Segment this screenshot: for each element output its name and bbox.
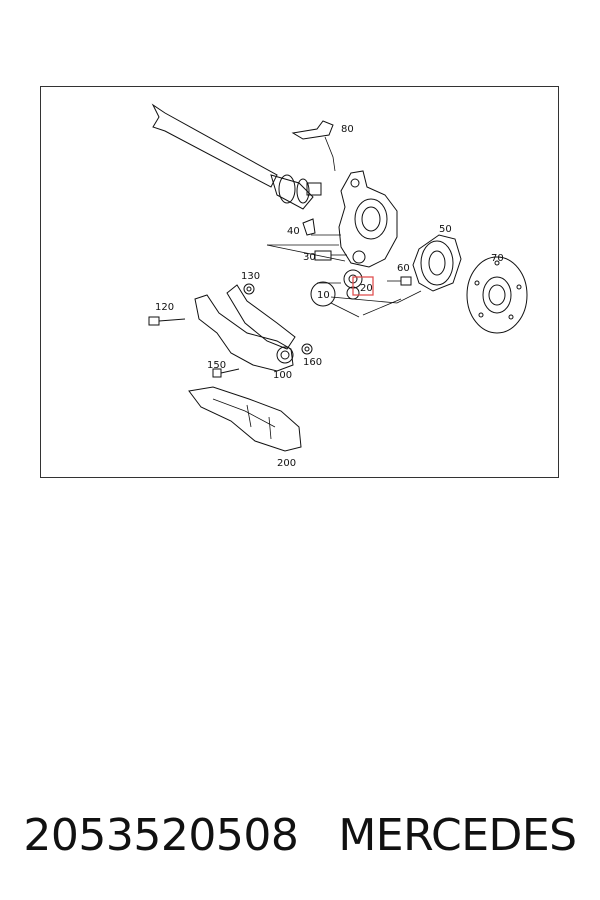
parts-diagram-frame: 80 40 30 50 60 70 10 20 130 120 160 100 … (40, 86, 559, 478)
callout-80: 80 (341, 124, 354, 135)
callout-labels: 80 40 30 50 60 70 10 20 130 120 160 100 … (155, 124, 504, 469)
callout-20: 20 (360, 283, 373, 294)
callout-120: 120 (155, 302, 174, 313)
callout-70: 70 (491, 253, 504, 264)
hub-70 (466, 256, 528, 334)
callout-100: 100 (273, 370, 292, 381)
bolt-120 (148, 316, 186, 326)
bush-20 (343, 269, 374, 300)
wheel-carrier (338, 170, 398, 268)
callout-160: 160 (303, 357, 322, 368)
control-arm-100 (194, 284, 296, 372)
part-number: 2053520508 (23, 809, 299, 861)
brand-name: MERCEDES (338, 809, 577, 861)
clip-40 (302, 218, 316, 236)
callout-40: 40 (287, 226, 300, 237)
part-caption: 2053520508 MERCEDES (0, 800, 600, 870)
wheel-bearing-50 (412, 234, 462, 292)
exploded-view-drawing: 80 40 30 50 60 70 10 20 130 120 160 100 … (148, 103, 528, 469)
callout-130: 130 (241, 271, 260, 282)
cover-200 (188, 386, 302, 452)
nut-160 (301, 343, 313, 355)
drive-shaft (151, 103, 322, 210)
callout-150: 150 (207, 360, 226, 371)
callout-60: 60 (397, 263, 410, 274)
callout-10: 10 (317, 290, 330, 301)
highlight-box (352, 276, 374, 296)
sleeve-30 (314, 250, 332, 261)
nut-130 (243, 283, 255, 295)
bolt-150 (212, 368, 240, 378)
callout-10-circle (310, 281, 336, 307)
callout-50: 50 (439, 224, 452, 235)
callout-200: 200 (277, 458, 296, 469)
bolt-60 (387, 276, 412, 286)
bracket-80 (291, 120, 336, 172)
callout-30: 30 (303, 252, 316, 263)
